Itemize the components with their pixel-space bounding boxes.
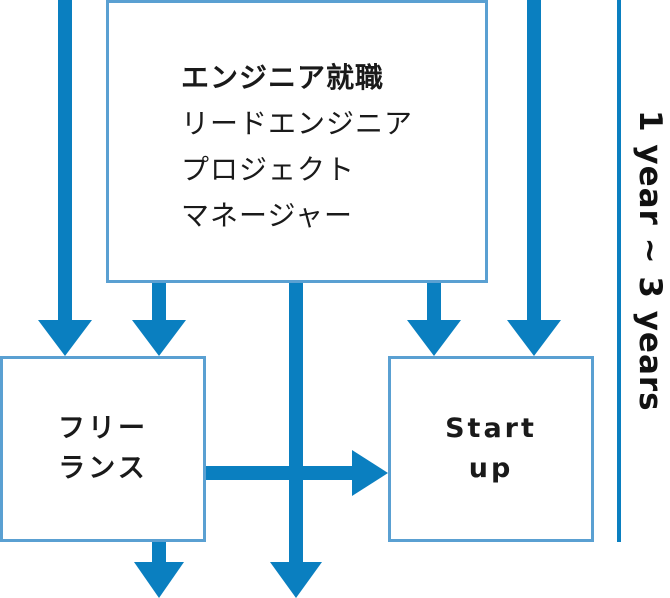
arrow-top-to-freelance: [38, 0, 92, 356]
arrow-top-to-startup: [507, 0, 561, 356]
startup-label: Start up: [391, 409, 591, 489]
arrow-freelance-down-exit: [134, 542, 184, 598]
arrow-engineer-to-freelance: [132, 283, 186, 356]
startup-label-line1: Start: [445, 413, 537, 444]
engineer-heading: エンジニア就職: [181, 61, 385, 94]
arrow-engineer-down-exit: [270, 283, 322, 598]
startup-box: Start up: [388, 356, 594, 542]
engineer-career-text: エンジニア就職 リードエンジニア プロジェクト マネージャー: [181, 55, 413, 239]
startup-label-line2: up: [468, 453, 514, 484]
engineer-line-manager: マネージャー: [181, 199, 354, 232]
engineer-line-project: プロジェクト: [181, 153, 356, 186]
engineer-line-lead: リードエンジニア: [181, 107, 414, 140]
timeline-label: 1 year ~ 3 years: [632, 110, 668, 412]
timeline-bar: [617, 0, 621, 542]
freelance-box: フリー ランス: [0, 356, 206, 542]
freelance-label: フリー ランス: [3, 409, 203, 489]
freelance-label-line2: ランス: [58, 453, 148, 484]
freelance-label-line1: フリー: [58, 413, 148, 444]
arrow-engineer-to-startup: [407, 283, 461, 356]
engineer-career-box: エンジニア就職 リードエンジニア プロジェクト マネージャー: [106, 0, 488, 283]
arrow-freelance-to-startup: [206, 450, 388, 496]
